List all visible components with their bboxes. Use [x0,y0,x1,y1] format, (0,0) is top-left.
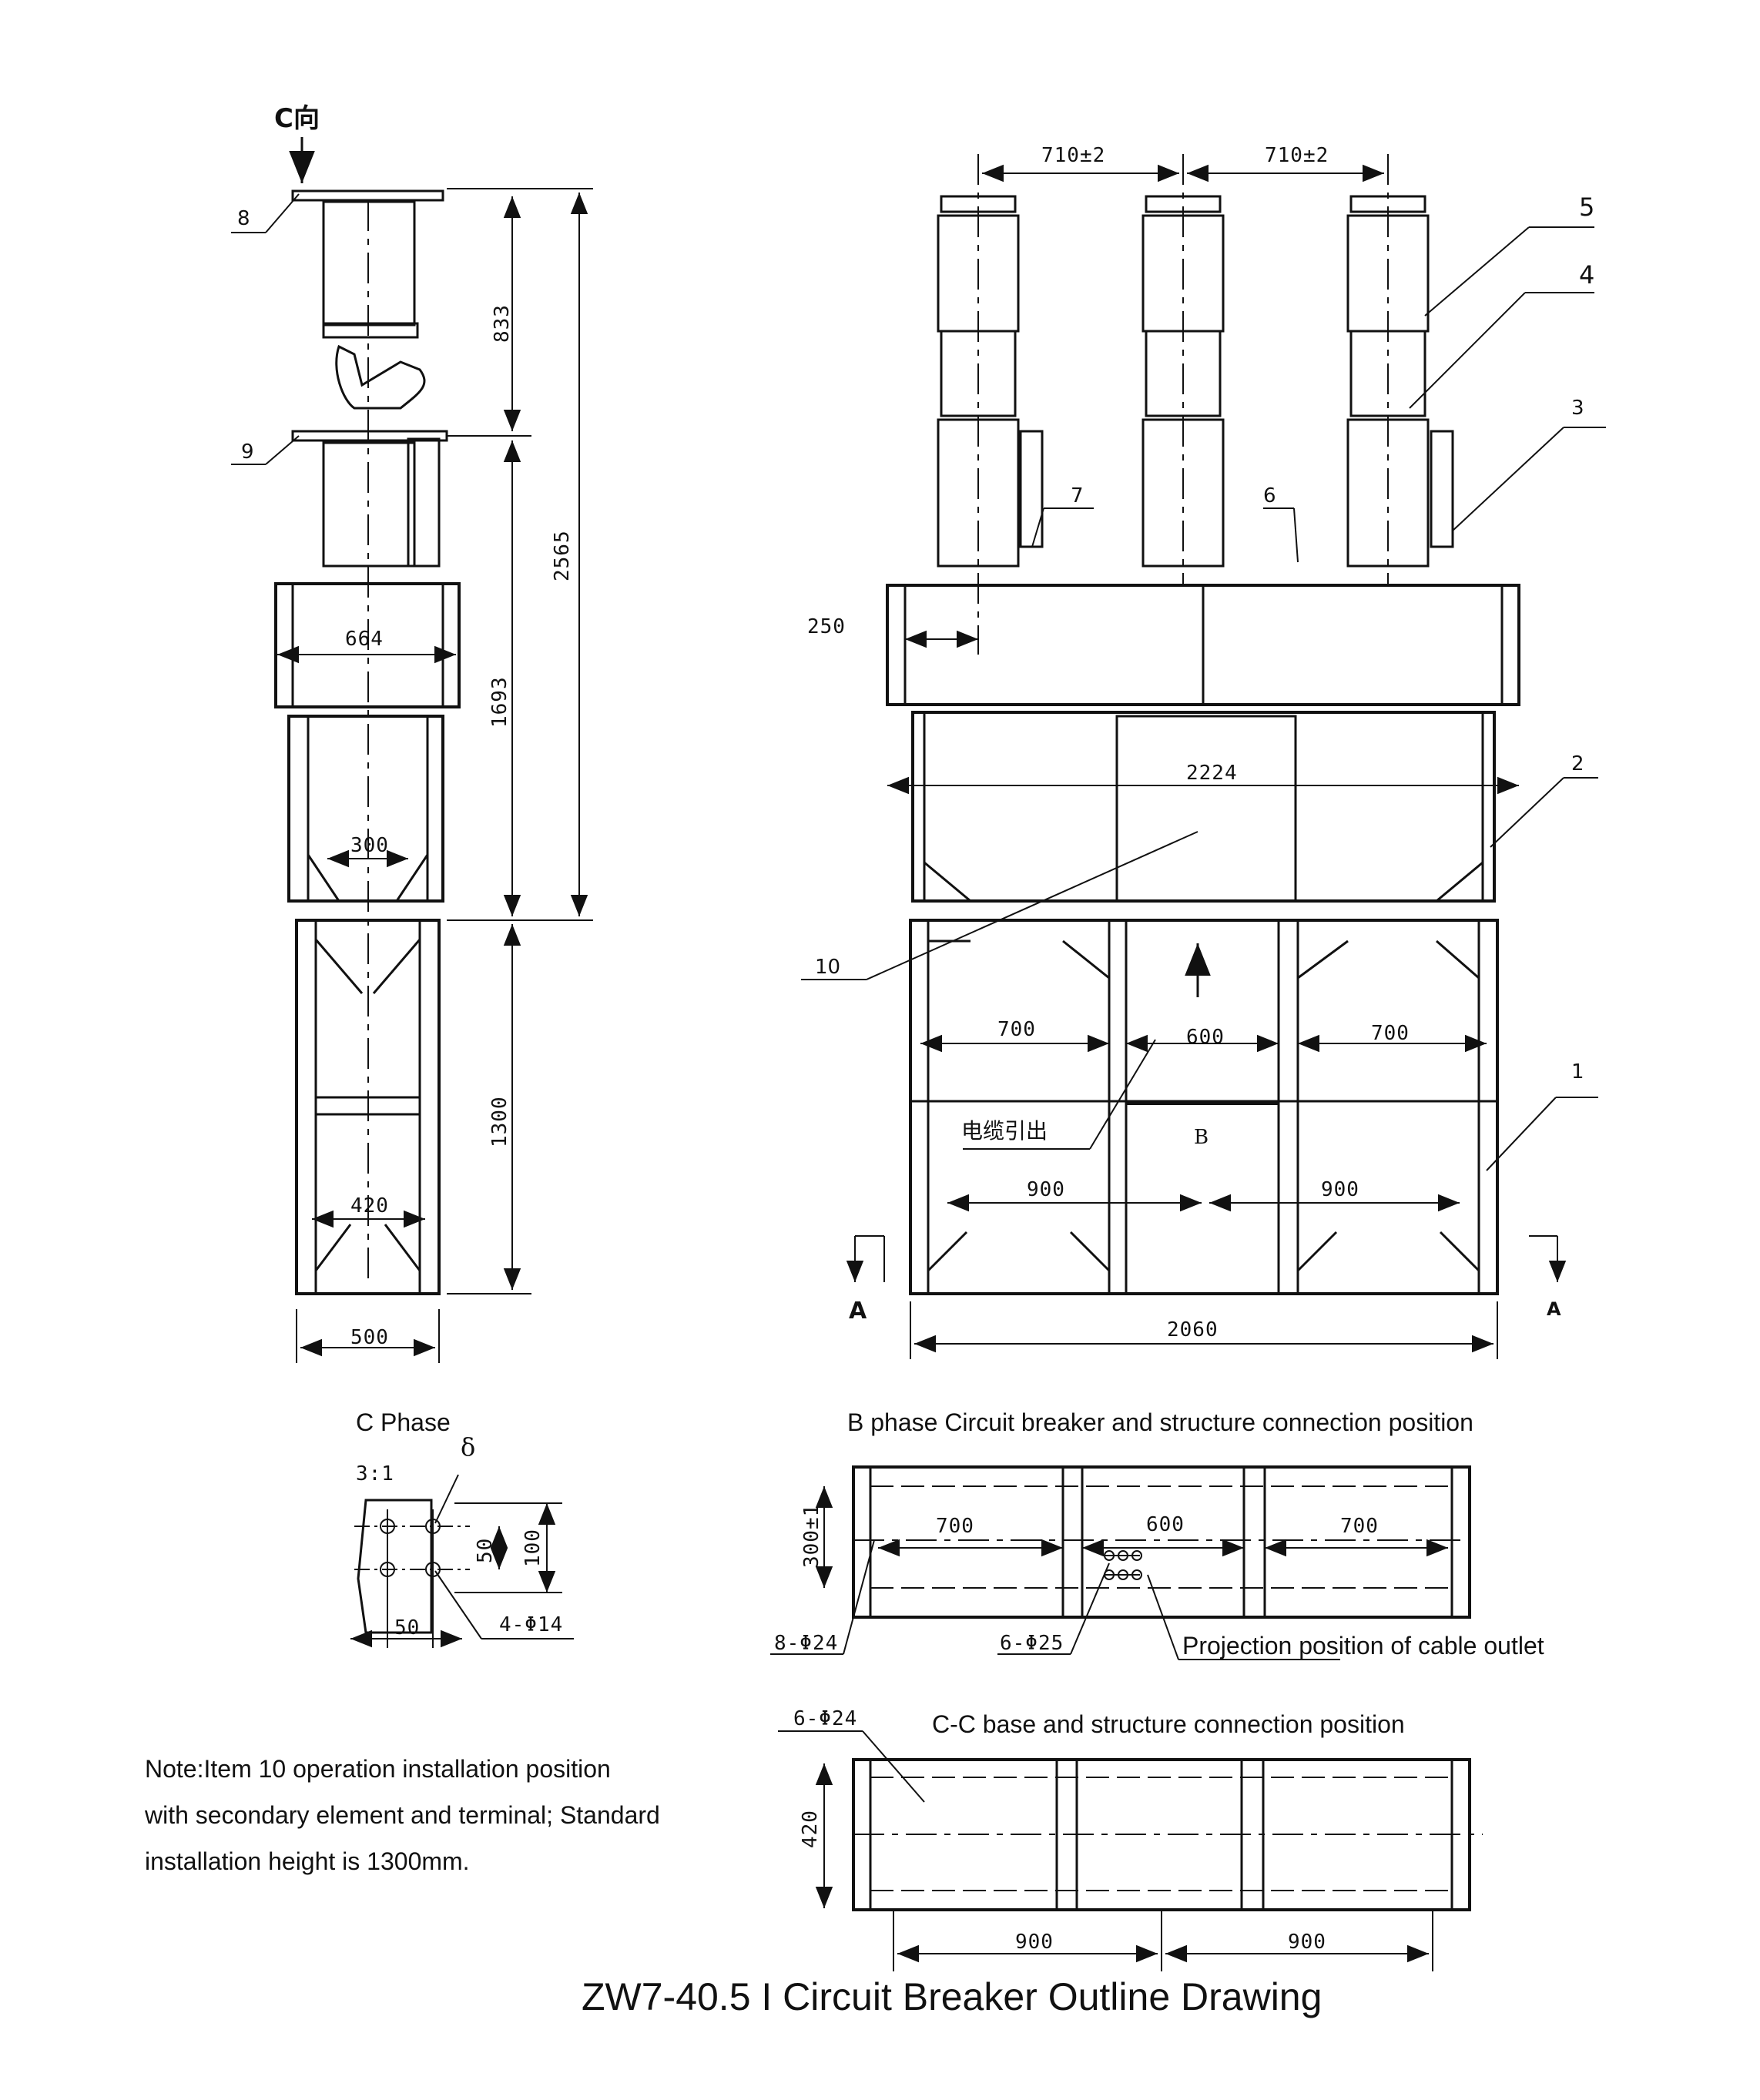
cc-base-text: 6-Φ24 C-C base and structure connection … [793,1707,1405,1954]
front-view [801,154,1606,1359]
dim-2224: 2224 [1186,762,1238,785]
dim-300-pm1: 300±1 [800,1504,823,1568]
dim-900-right: 900 [1321,1178,1359,1201]
dim-1300: 1300 [488,1096,511,1147]
b-phase-title: B phase Circuit breaker and structure co… [847,1408,1473,1436]
callout-4: 4 [1579,260,1594,290]
note-block: Note:Item 10 operation installation posi… [144,1755,660,1875]
holes-6-phi25: 6-Φ25 [1000,1632,1064,1655]
front-view-text: 710±2 710±2 5 4 3 7 6 2 1 10 250 2224 70… [807,144,1594,1341]
callout-6: 6 [1263,484,1276,507]
c-phase-detail [350,1474,574,1648]
callout-10: 10 [815,956,840,979]
dim-1693: 1693 [488,676,511,728]
dim-500: 500 [350,1326,389,1349]
side-view [231,137,593,1363]
dim-710-right: 710±2 [1265,144,1329,167]
b-phase-detail [770,1465,1471,1660]
c-phase-title: C Phase [356,1408,451,1436]
dim-664: 664 [345,628,384,651]
direction-label: C向 [274,103,320,134]
drawing-title: ZW7-40.5 I Circuit Breaker Outline Drawi… [582,1975,1322,2018]
cable-label: 电缆引出 [961,1118,1048,1144]
dim-600: 600 [1146,1513,1185,1536]
dim-833: 833 [491,304,514,343]
callout-2: 2 [1571,752,1584,775]
dim-900-left: 900 [1015,1931,1054,1954]
b-phase-text: B phase Circuit breaker and structure co… [774,1408,1544,1660]
dim-250: 250 [807,615,846,638]
dim-420: 420 [799,1810,822,1848]
dim-2060: 2060 [1167,1318,1219,1341]
dim-710-left: 710±2 [1041,144,1105,167]
callout-7: 7 [1071,484,1084,507]
note-line-3: installation height is 1300mm. [145,1847,470,1875]
callout-3: 3 [1571,397,1584,420]
note-line-1: Note:Item 10 operation installation posi… [145,1755,611,1783]
holes-4-phi14: 4-Φ14 [499,1613,563,1636]
dim-900-left: 900 [1027,1178,1065,1201]
dim-700-right: 700 [1340,1515,1379,1538]
holes-6-phi24: 6-Φ24 [793,1707,857,1730]
callout-9: 9 [241,440,254,464]
dim-2565: 2565 [551,530,574,581]
cable-projection-note: Projection position of cable outlet [1182,1632,1544,1660]
dim-100: 100 [521,1529,545,1567]
dim-700-right: 700 [1371,1022,1410,1045]
c-phase-text: C Phase δ 3:1 50 100 50 4-Φ14 [356,1408,563,1639]
dim-700-left: 700 [997,1018,1036,1041]
c-phase-delta: δ [461,1432,475,1462]
dim-600: 600 [1186,1026,1225,1049]
dim-50-horizontal: 50 [394,1616,420,1639]
section-a-left: A [849,1298,867,1325]
dim-900-right: 900 [1288,1931,1326,1954]
callout-5: 5 [1579,193,1594,222]
side-view-text: C向 8 9 833 2565 1693 1300 664 300 420 50… [237,103,574,1349]
c-phase-scale: 3:1 [356,1462,394,1485]
holes-8-phi24: 8-Φ24 [774,1632,838,1655]
note-line-2: with secondary element and terminal; Sta… [144,1801,660,1829]
callout-8: 8 [237,207,250,230]
cc-base-title: C-C base and structure connection positi… [932,1710,1405,1738]
callout-1: 1 [1571,1060,1584,1083]
b-label: B [1194,1126,1209,1149]
dim-300: 300 [350,834,389,857]
dim-700-left: 700 [936,1515,974,1538]
dim-50-vertical: 50 [474,1538,497,1563]
cc-base-detail [778,1730,1483,1971]
section-a-right: A [1547,1298,1561,1320]
dim-420: 420 [350,1194,389,1217]
